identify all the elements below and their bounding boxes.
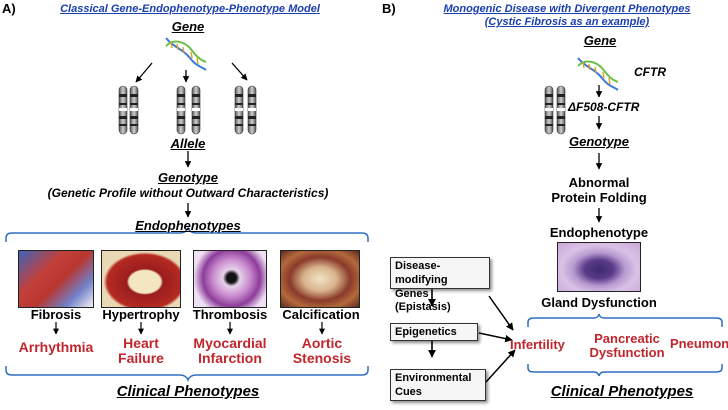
dna-icon-cftr xyxy=(577,57,619,91)
panel-b-letter: B) xyxy=(382,1,396,16)
endophenotype-label: Endophenotype xyxy=(549,225,649,240)
arrhythmia-label: Arrhythmia xyxy=(18,339,94,355)
heart-failure-label: Heart Failure xyxy=(118,335,164,367)
panel-a-endophenotypes-label: Endophenotypes xyxy=(135,218,241,233)
hypertrophy-image xyxy=(101,250,181,308)
panel-a-allele-label: Allele xyxy=(170,136,206,151)
hypertrophy-label: Hypertrophy xyxy=(102,307,180,322)
fibrosis-label: Fibrosis xyxy=(30,307,82,322)
panel-b-clinical-phenotypes: Clinical Phenotypes xyxy=(550,383,694,400)
gland-tissue-image xyxy=(557,242,641,292)
epigenetics-box: Epigenetics xyxy=(390,323,478,341)
infertility-label: Infertility xyxy=(510,337,565,352)
panel-a-genotype-note: (Genetic Profile without Outward Charact… xyxy=(47,186,329,200)
panel-b-genotype-label: Genotype xyxy=(569,134,629,149)
panel-b-title-line2: (Cystic Fibrosis as an example) xyxy=(484,16,650,28)
thrombosis-label: Thrombosis xyxy=(192,307,268,322)
abnormal-protein-folding: Abnormal Protein Folding xyxy=(551,175,647,205)
panel-a-letter: A) xyxy=(2,1,16,16)
myocardial-infarction-label: Myocardial Infarction xyxy=(193,335,267,367)
mutation-label: ΔF508-CFTR xyxy=(568,100,640,114)
environmental-cues-box: Environmental Cues xyxy=(390,369,486,401)
panel-a-gene-label: Gene xyxy=(171,19,205,34)
fibrosis-image xyxy=(18,250,94,308)
disease-modifying-genes-box: Disease-modifying Genes (Epistasis) xyxy=(390,257,490,313)
aortic-stenosis-label: Aortic Stenosis xyxy=(292,335,352,367)
pneumonia-label: Pneumonia xyxy=(670,336,728,351)
calcification-image xyxy=(280,250,360,308)
panel-a-clinical-phenotypes: Clinical Phenotypes xyxy=(116,383,260,400)
gland-dysfunction-label: Gland Dysfunction xyxy=(541,295,657,310)
panel-a-genotype-label: Genotype xyxy=(158,170,218,185)
panel-a-title: Classical Gene-Endophenotype-Phenotype M… xyxy=(60,3,320,15)
panel-b-title-line1: Monogenic Disease with Divergent Phenoty… xyxy=(443,3,691,15)
dna-icon xyxy=(165,37,207,71)
calcification-label: Calcification xyxy=(282,307,360,322)
panel-b-gene-label: Gene xyxy=(583,33,617,48)
thrombosis-image xyxy=(193,250,267,308)
pancreatic-dysfunction-label: Pancreatic Dysfunction xyxy=(589,331,665,361)
cftr-label: CFTR xyxy=(634,65,666,79)
